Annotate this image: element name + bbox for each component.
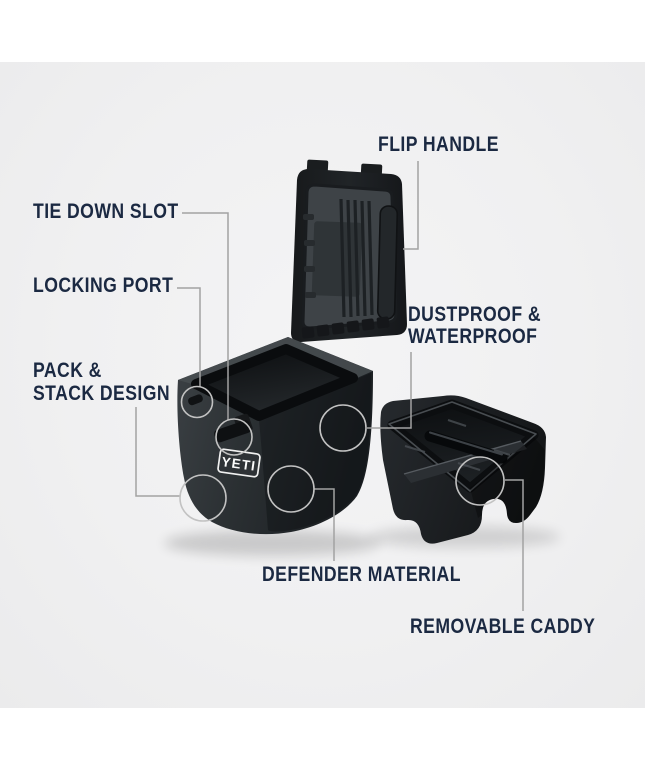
dustproof-label-line1: DUSTPROOF &	[408, 303, 542, 326]
ground-shadows	[164, 526, 560, 556]
caddy-handle	[424, 430, 508, 464]
defender-circle	[267, 465, 315, 513]
defender-material-label: DEFENDER MATERIAL	[262, 563, 461, 586]
flip-handle-label: FLIP HANDLE	[378, 133, 499, 156]
dustproof-label-line2: WATERPROOF	[408, 325, 538, 348]
caddy-handle-highlight	[429, 431, 503, 456]
lid-ribs	[339, 198, 374, 318]
caddy-floor-slots	[404, 419, 511, 471]
tie-down-circle	[215, 418, 253, 456]
tie-down-line	[182, 212, 229, 420]
dustproof-label: DUSTPROOF & WATERPROOF	[408, 304, 541, 348]
lid-hinge	[301, 316, 390, 339]
box-opening	[191, 344, 358, 421]
caddy-line	[505, 479, 524, 611]
lid-side-slots	[303, 214, 316, 298]
removable-caddy-circle	[455, 456, 505, 506]
tie-down-slot-label: TIE DOWN SLOT	[33, 200, 179, 223]
caddy	[380, 395, 546, 544]
pack-stack-label-line2: STACK DESIGN	[33, 382, 171, 405]
box-right-face-shade	[259, 373, 371, 532]
callout-circles	[179, 385, 505, 522]
pack-stack-circle	[179, 474, 227, 522]
pack-stack-label-line1: PACK &	[33, 359, 102, 382]
caddy-divider-edge	[403, 440, 522, 475]
removable-caddy-label: REMOVABLE CADDY	[410, 615, 596, 638]
pack-stack-line	[135, 407, 180, 497]
flip-handle-line	[403, 161, 419, 250]
tie-down-slot-hole	[188, 394, 203, 406]
pack-stack-label: PACK & STACK DESIGN	[33, 359, 170, 405]
gobox-lid	[291, 159, 407, 342]
defender-line	[314, 488, 335, 561]
dustproof-line	[367, 352, 412, 429]
locking-port-label: LOCKING PORT	[33, 274, 174, 297]
callout-lines	[135, 161, 524, 611]
locking-port-line	[177, 287, 201, 387]
dustproof-circle	[319, 404, 367, 452]
yeti-badge: YETI	[217, 448, 261, 478]
gobox-body: YETI	[177, 337, 373, 535]
locking-port-circle	[180, 385, 214, 419]
box-latch	[214, 413, 253, 443]
yeti-badge-text: YETI	[221, 454, 258, 474]
flip-handle-bar	[376, 205, 399, 320]
